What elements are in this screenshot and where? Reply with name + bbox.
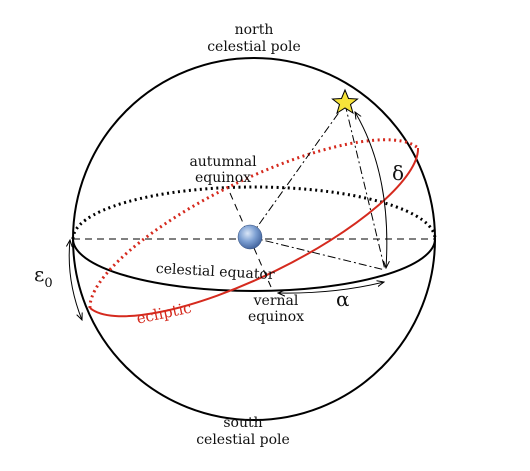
obliquity-arrow	[69, 240, 82, 320]
declination-arrow	[355, 112, 387, 268]
autumnal-equinox-label-line2: equinox	[195, 170, 251, 186]
south-label-line1: south	[223, 415, 262, 431]
ecliptic-label: ecliptic	[135, 299, 193, 328]
alpha-label: α	[336, 287, 350, 311]
autumnal-equinox-label-line1: autumnal	[189, 154, 257, 170]
vernal-equinox-label-line2: equinox	[248, 309, 304, 325]
epsilon-label: ε0	[34, 262, 53, 291]
celestial-equator-back	[71, 185, 437, 240]
celestial-equator-label: celestial equator	[155, 261, 275, 283]
right-ascension-arrow	[278, 282, 384, 293]
vernal-equinox-label-line1: vernal	[253, 293, 299, 309]
epsilon-subscript: 0	[44, 276, 52, 291]
star-icon	[331, 88, 359, 115]
star-projection-line	[249, 236, 386, 271]
epsilon-symbol: ε	[34, 262, 44, 286]
celestial-equator-front	[72, 238, 436, 292]
north-label-line1: north	[235, 22, 274, 38]
north-label-line2: celestial pole	[207, 39, 301, 55]
delta-label: δ	[392, 161, 404, 185]
south-label-line2: celestial pole	[196, 432, 290, 448]
earth-icon	[237, 224, 263, 250]
star-sightline	[249, 103, 346, 238]
star-meridian-line	[344, 103, 386, 271]
ecliptic-front	[89, 147, 420, 318]
